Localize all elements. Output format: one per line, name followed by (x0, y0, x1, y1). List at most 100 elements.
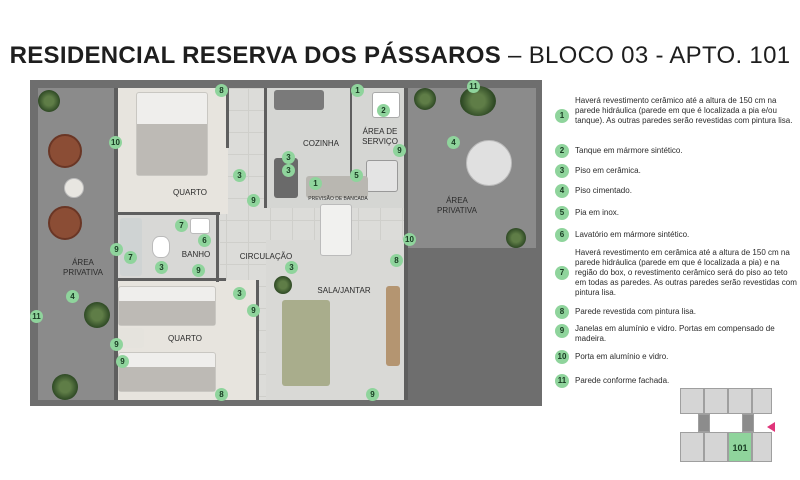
room-label-cozinha: COZINHA (303, 139, 339, 148)
legend-text: Porta em alumínio e vidro. (575, 352, 669, 361)
bed-bottom-1 (118, 286, 216, 326)
plan-marker: 11 (30, 310, 43, 323)
plant (506, 228, 526, 248)
chair-top (48, 134, 82, 168)
plan-marker: 3 (282, 164, 295, 177)
plant (414, 88, 436, 110)
plan-marker: 3 (282, 151, 295, 164)
washer (366, 160, 398, 192)
legend-badge: 10 (555, 350, 569, 364)
legend-badge: 11 (555, 374, 569, 388)
legend-text: Janelas em alumínio e vidro. Portas em c… (575, 324, 775, 343)
key-plan-core (742, 414, 754, 432)
wall (264, 88, 267, 208)
plan-marker: 6 (198, 234, 211, 247)
title-dash: – (501, 42, 529, 69)
room-label-quarto-top: QUARTO (173, 188, 207, 197)
plan-marker: 1 (351, 84, 364, 97)
plan-marker: 9 (116, 355, 129, 368)
plan-marker: 10 (403, 233, 416, 246)
room-label-area-privativa-right: ÁREA PRIVATIVA (436, 196, 477, 215)
legend-text: Tanque em mármore sintético. (575, 146, 683, 155)
page-title: RESIDENCIAL RESERVA DOS PÁSSAROS – BLOCO… (0, 42, 800, 70)
wall (404, 248, 408, 400)
plant (52, 374, 78, 400)
plan-marker: 9 (366, 388, 379, 401)
key-plan-unit (728, 388, 752, 414)
legend-badge: 3 (555, 164, 569, 178)
plan-marker: 10 (109, 136, 122, 149)
toilet (152, 236, 170, 258)
legend-text: Parede conforme fachada. (575, 376, 670, 385)
plan-marker: 9 (110, 338, 123, 351)
chair-bottom (48, 206, 82, 240)
plan-marker: 3 (285, 261, 298, 274)
plan-marker: 1 (309, 177, 322, 190)
key-plan-unit (680, 432, 704, 462)
plan-marker: 3 (233, 287, 246, 300)
room-label-quarto-bottom: QUARTO (168, 334, 202, 343)
plan-marker: 3 (155, 261, 168, 274)
plan-marker: 11 (467, 80, 480, 93)
plan-marker: 2 (377, 104, 390, 117)
plan-marker: 9 (110, 243, 123, 256)
plan-marker: 5 (350, 169, 363, 182)
bed-top (136, 92, 208, 176)
plan-marker: 4 (66, 290, 79, 303)
key-plan-unit (752, 388, 772, 414)
plan-marker: 7 (175, 219, 188, 232)
legend-badge: 6 (555, 228, 569, 242)
plan-marker: 9 (393, 144, 406, 157)
room-label-banho: BANHO (181, 250, 211, 259)
legend-badge: 7 (555, 266, 569, 280)
wall (216, 212, 219, 282)
key-plan-unit (680, 388, 704, 414)
plant (38, 90, 60, 112)
legend-text: Haverá revestimento em cerâmica até a al… (575, 248, 797, 297)
wall (350, 88, 352, 188)
plan-marker: 8 (215, 388, 228, 401)
tv-panel (386, 286, 400, 366)
dining-table (320, 204, 352, 256)
plan-marker: 9 (247, 304, 260, 317)
room-label-area-servico: ÁREA DE SERVIÇO (362, 127, 398, 146)
key-plan-unit (704, 388, 728, 414)
legend-badge: 2 (555, 144, 569, 158)
plan-marker: 4 (447, 136, 460, 149)
legend-badge: 4 (555, 184, 569, 198)
wall (256, 280, 259, 400)
legend-text: Lavatório em mármore sintético. (575, 230, 690, 239)
plant (84, 302, 110, 328)
legend-badge: 9 (555, 324, 569, 338)
legend-badge: 5 (555, 206, 569, 220)
bedside (118, 328, 144, 348)
legend-text: Pia em inox. (575, 208, 620, 217)
title-bold: RESIDENCIAL RESERVA DOS PÁSSAROS (9, 42, 502, 69)
wall (116, 278, 226, 281)
room-label-area-privativa-left: ÁREA PRIVATIVA (62, 258, 103, 277)
plan-marker: 8 (390, 254, 403, 267)
key-plan-core (698, 414, 710, 432)
terrace-table-left (64, 178, 84, 198)
plan-marker: 9 (247, 194, 260, 207)
plant (274, 276, 292, 294)
bath-sink (190, 218, 210, 234)
terrace-left (38, 88, 116, 400)
plan-marker: 8 (215, 84, 228, 97)
plan-marker: 9 (192, 264, 205, 277)
legend-badge: 8 (555, 305, 569, 319)
sofa (282, 300, 330, 386)
key-plan-unit-101: 101 (728, 432, 752, 462)
room-label-sala-jantar: SALA/JANTAR (317, 286, 371, 295)
title-light: BLOCO 03 - APTO. 101 (528, 42, 791, 69)
key-plan: 101 (680, 388, 776, 464)
room-label-circulacao: CIRCULAÇÃO (239, 252, 293, 261)
legend-text: Piso cimentado. (575, 186, 632, 195)
room-label-previsao: PREVISÃO DE BANCADA (308, 196, 368, 202)
wall (116, 212, 220, 215)
plan-marker: 3 (233, 169, 246, 182)
wall (404, 88, 408, 248)
kitchen-counter (274, 90, 324, 110)
bed-bottom-2 (118, 352, 216, 392)
key-plan-unit (752, 432, 772, 462)
